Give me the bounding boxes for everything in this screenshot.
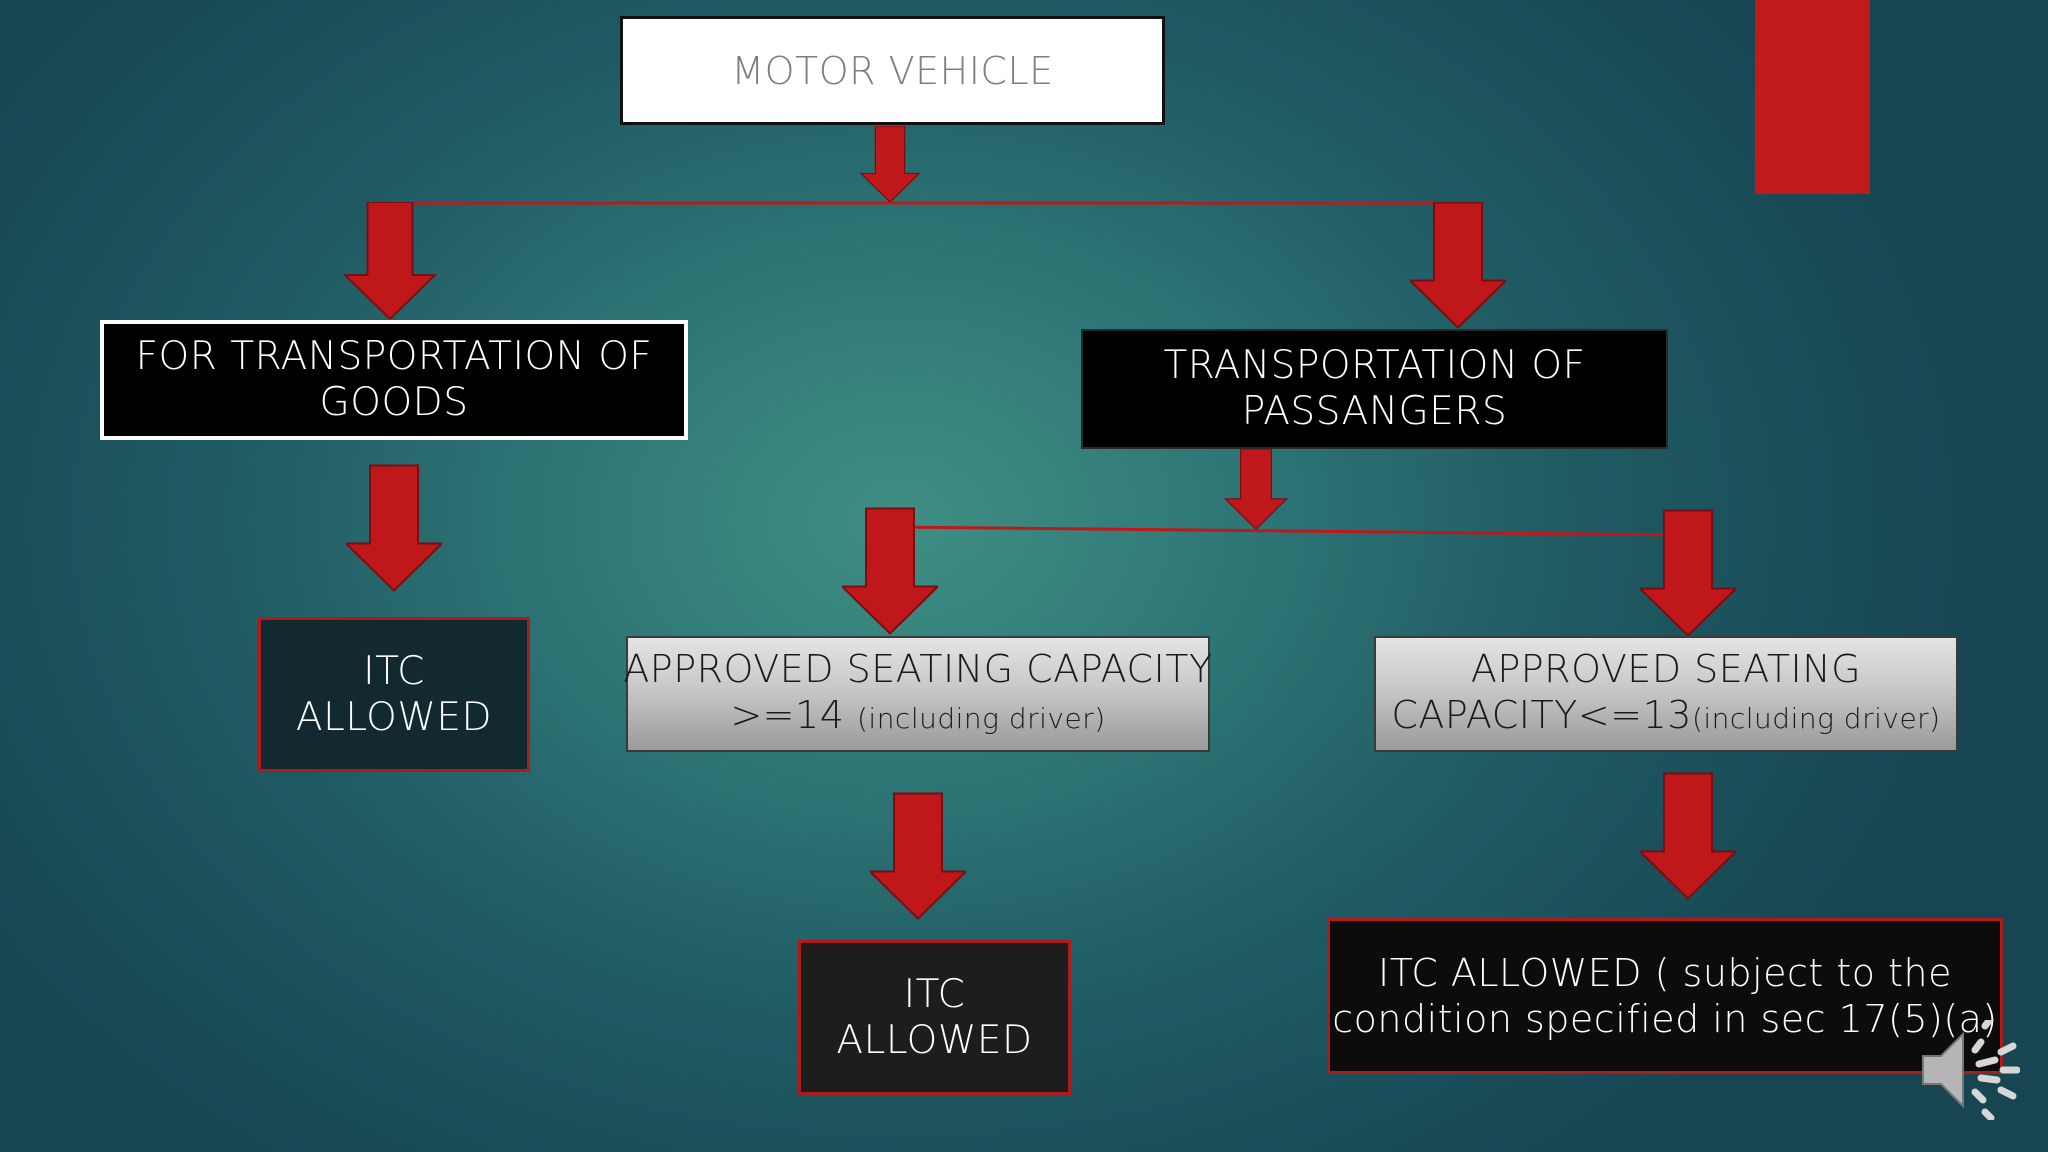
node-ge14-itc-allowed: ITC ALLOWED bbox=[798, 940, 1071, 1095]
speaker-volume-icon[interactable] bbox=[1915, 1020, 2020, 1120]
node-ge14-itc-line1: ITC bbox=[903, 971, 966, 1017]
node-passenger-transport: TRANSPORTATION OF PASSANGERS bbox=[1081, 329, 1668, 449]
node-seating-le13: APPROVED SEATING CAPACITY<=13(including … bbox=[1374, 636, 1958, 752]
node-goods-itc-line1: ITC bbox=[363, 648, 425, 694]
node-passengers-line2: PASSANGERS bbox=[1241, 389, 1508, 434]
node-goods-line2: GOODS bbox=[319, 380, 469, 425]
arrow-passengers-down bbox=[1224, 449, 1288, 529]
arrow-to-passengers bbox=[1410, 202, 1506, 328]
node-le13-note: (including driver) bbox=[1691, 702, 1941, 735]
node-ge14-line2: >=14 (including driver) bbox=[730, 692, 1105, 742]
node-motor-vehicle-label: MOTOR VEHICLE bbox=[731, 48, 1054, 93]
node-le13-line2: CAPACITY<=13(including driver) bbox=[1391, 692, 1940, 742]
node-goods-line1: FOR TRANSPORTATION OF bbox=[135, 334, 653, 379]
node-ge14-itc-line2: ALLOWED bbox=[836, 1017, 1033, 1063]
node-le13-capacity: CAPACITY<=13 bbox=[1391, 693, 1692, 737]
node-passengers-line1: TRANSPORTATION OF bbox=[1163, 343, 1586, 388]
node-le13-itc-conditional: ITC ALLOWED ( subject to the condition s… bbox=[1327, 918, 2003, 1074]
arrow-ge14-to-itc bbox=[870, 792, 966, 920]
arrow-to-seating-le13 bbox=[1640, 509, 1736, 637]
node-goods-transport: FOR TRANSPORTATION OF GOODS bbox=[100, 320, 688, 440]
node-le13-line1: APPROVED SEATING bbox=[1470, 647, 1862, 691]
node-goods-itc-line2: ALLOWED bbox=[295, 694, 493, 740]
arrow-to-goods bbox=[344, 202, 436, 319]
arrow-root-down bbox=[859, 126, 921, 202]
connector-line-middle bbox=[889, 525, 1691, 537]
arrow-le13-to-itc bbox=[1640, 772, 1736, 900]
arrow-goods-to-itc bbox=[346, 464, 442, 592]
decorative-red-tab bbox=[1755, 0, 1870, 194]
node-le13-itc-line2: condition specified in sec 17(5)(a) bbox=[1332, 997, 1998, 1041]
node-le13-itc-line1: ITC ALLOWED ( subject to the bbox=[1378, 951, 1952, 995]
node-goods-itc-allowed: ITC ALLOWED bbox=[258, 617, 530, 772]
node-ge14-line1: APPROVED SEATING CAPACITY bbox=[623, 647, 1213, 691]
node-motor-vehicle: MOTOR VEHICLE bbox=[620, 16, 1165, 125]
node-ge14-capacity: >=14 bbox=[730, 693, 845, 737]
node-seating-ge14: APPROVED SEATING CAPACITY >=14 (includin… bbox=[623, 636, 1213, 752]
node-ge14-note: (including driver) bbox=[856, 702, 1106, 735]
